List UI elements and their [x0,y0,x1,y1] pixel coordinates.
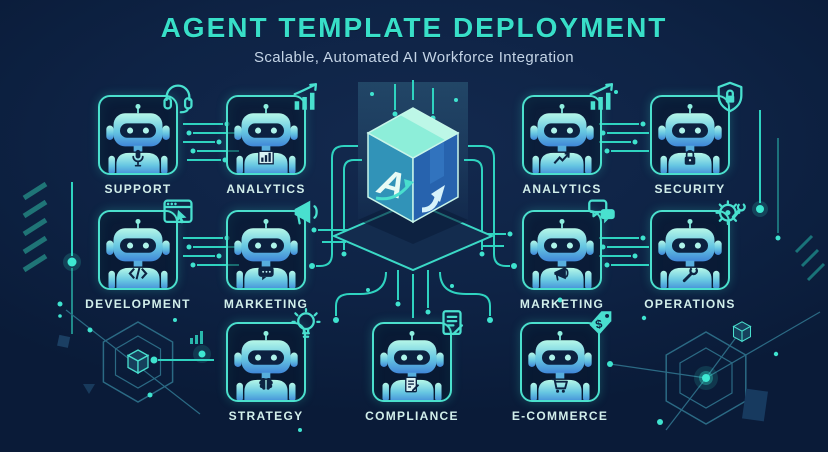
agent-label: COMPLIANCE [365,409,459,423]
growth-chart-icon [589,83,614,110]
agent-label: ANALYTICS [522,182,602,196]
price-tag-icon: $ [589,311,612,335]
agent-frame [98,210,178,290]
agent-frame [520,322,600,402]
agent-label: ANALYTICS [226,182,306,196]
agent-frame [226,322,306,402]
document-icon [442,310,464,336]
microphone-icon [132,149,144,167]
agent-card-marketing-left: MARKETING [224,200,318,311]
agent-frame [226,95,306,175]
shield-lock-icon [717,81,743,113]
agent-label: E-COMMERCE [511,409,609,423]
agent-label: MARKETING [519,297,605,311]
isometric-cube [366,107,460,224]
agent-card-operations: OPERATIONS [644,200,746,311]
agent-card-development: DEVELOPMENT [85,199,193,311]
shopping-cart-icon [552,378,568,393]
agent-card-marketing-right: MARKETING [520,199,615,311]
scatter-dots [150,90,618,432]
gear-wrench-icon [715,200,746,226]
brain-icon [259,378,273,390]
chat-bubbles-icon [588,199,615,224]
agent-frame [650,95,730,175]
agent-label: SECURITY [654,182,726,196]
hex-cluster-right [607,311,821,431]
agent-label: MARKETING [223,297,309,311]
agent-card-analytics-left: ANALYTICS [226,83,318,196]
ai-template-package-cube: A [331,107,495,272]
trend-arrow-icon [553,152,570,165]
cube-arrow-icon [375,179,445,213]
agent-frame [522,95,602,175]
left-edge-circuit [22,181,81,334]
padlock-icon [684,150,696,165]
header: AGENT TEMPLATE DEPLOYMENT Scalable, Auto… [0,12,828,66]
headset-icon [163,84,193,114]
agent-card-security: SECURITY [650,81,743,196]
agent-card-compliance: COMPLIANCE [365,310,464,423]
agent-label: STRATEGY [228,409,304,423]
page-subtitle: Scalable, Automated AI Workforce Integra… [254,49,574,66]
megaphone-icon [554,266,569,281]
wrench-icon [682,266,699,283]
growth-chart-icon [293,83,318,110]
page-title: AGENT TEMPLATE DEPLOYMENT [160,12,668,43]
agent-card-support: SUPPORT [98,84,193,196]
agent-frame [650,210,730,290]
code-brackets-icon [128,267,148,280]
megaphone-icon [294,200,318,225]
agent-card-analytics-right: ANALYTICS [522,83,614,196]
agent-frame [226,210,306,290]
agent-card-ecommerce: $ E-COMMERCE [512,311,612,423]
agent-frame [372,322,452,402]
agent-label: DEVELOPMENT [85,297,191,311]
price-tag-symbol: $ [594,317,604,332]
lightbulb-icon [291,307,321,338]
agent-label: SUPPORT [104,182,172,196]
agent-card-strategy: STRATEGY [226,307,321,423]
agent-frame [522,210,602,290]
checklist-pen-icon [405,376,420,393]
browser-cursor-icon [163,199,193,224]
agent-label: OPERATIONS [644,297,736,311]
right-edge-circuit [752,110,826,282]
bar-chart-icon [258,150,274,165]
hex-cluster-left [57,309,211,415]
chat-bubble-icon [258,266,274,281]
